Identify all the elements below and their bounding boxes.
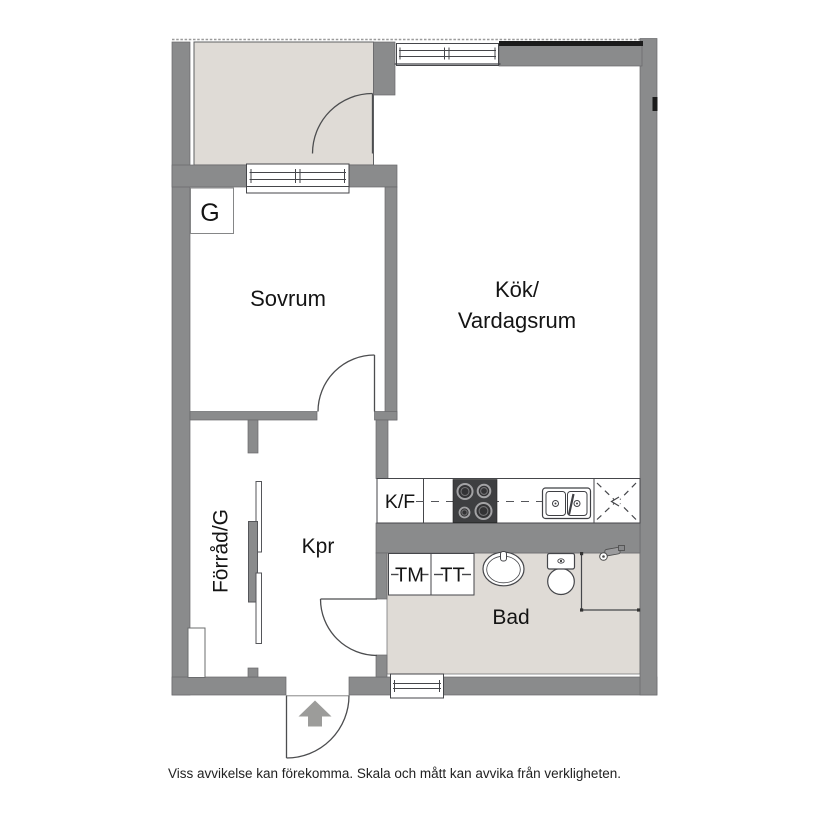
wall-bottom-left (171, 676, 287, 696)
label-hallway: Kpr (302, 535, 335, 558)
window-bedroom-balcony (246, 163, 350, 194)
wall-kitchen-bath (375, 522, 641, 554)
shower-mixer-icon (599, 545, 625, 561)
wall-hall-stub (247, 419, 259, 454)
sliding-panel-2 (248, 521, 258, 603)
balcony-door (311, 92, 374, 154)
bathroom-sink-icon (482, 551, 525, 587)
wall-top-right (498, 43, 643, 67)
wall-bath-left-lower (375, 654, 388, 678)
wall-right (639, 38, 658, 696)
wardrobe-box: G (190, 187, 234, 234)
corner-cabinet-icon (593, 478, 637, 523)
wall-bedroom-right (384, 186, 398, 421)
wall-bedroom-bottom (189, 411, 318, 421)
window-kitchen-top (394, 43, 501, 66)
toilet-icon (546, 552, 576, 596)
tumble-dryer: TT (430, 553, 475, 596)
wall-balcony-bedroom-left (171, 164, 248, 188)
wall-hall-kitchen (375, 419, 389, 479)
storage-sliding-doors (248, 481, 262, 644)
stove-icon (452, 479, 498, 523)
fridge-freezer-label: K/F (385, 491, 415, 513)
wall-bath-left-upper (375, 552, 388, 600)
bathroom-door (319, 598, 378, 657)
label-bathroom: Bad (492, 606, 529, 629)
label-bedroom: Sovrum (250, 286, 326, 311)
wall-balcony-bedroom-right (347, 164, 398, 188)
windows (246, 43, 501, 699)
washing-machine-label: TM (395, 565, 424, 587)
room-labels: Sovrum Kök/ Vardagsrum Förråd/G Kpr Bad (210, 277, 577, 629)
balcony (193, 41, 374, 166)
washing-machine: TM (388, 553, 432, 596)
facade-black-tick (652, 97, 658, 111)
label-storage: Förråd/G (210, 509, 233, 593)
doors (285, 92, 378, 759)
tumble-dryer-label: TT (440, 565, 464, 587)
label-kitchen-line1: Kök/ (495, 277, 540, 302)
wall-left (171, 41, 191, 696)
window-bathroom-bottom (390, 673, 444, 699)
bathroom-fixtures: TM TT (388, 545, 641, 612)
wall-niche (187, 627, 206, 678)
kitchen-counter: K/F (376, 478, 641, 524)
entry-door (285, 695, 350, 759)
wall-closet-bottom-stub (247, 667, 259, 678)
wall-bedroom-bottom-corner (374, 411, 398, 421)
sliding-panel-1 (255, 481, 262, 553)
shower-area (580, 545, 641, 612)
sliding-panel-3 (255, 572, 262, 644)
wardrobe-label: G (200, 199, 219, 227)
label-kitchen-line2: Vardagsrum (458, 308, 576, 333)
balcony-floor (193, 41, 374, 166)
kitchen-sink-icon (541, 487, 592, 520)
facade-black-line (499, 41, 643, 46)
bedroom-door (317, 354, 376, 412)
disclaimer-text: Viss avvikelse kan förekomma. Skala och … (168, 766, 621, 781)
entry-arrow-icon (298, 700, 332, 727)
counter-outline (376, 478, 641, 524)
wall-balcony-kitchen-stub (373, 41, 396, 96)
